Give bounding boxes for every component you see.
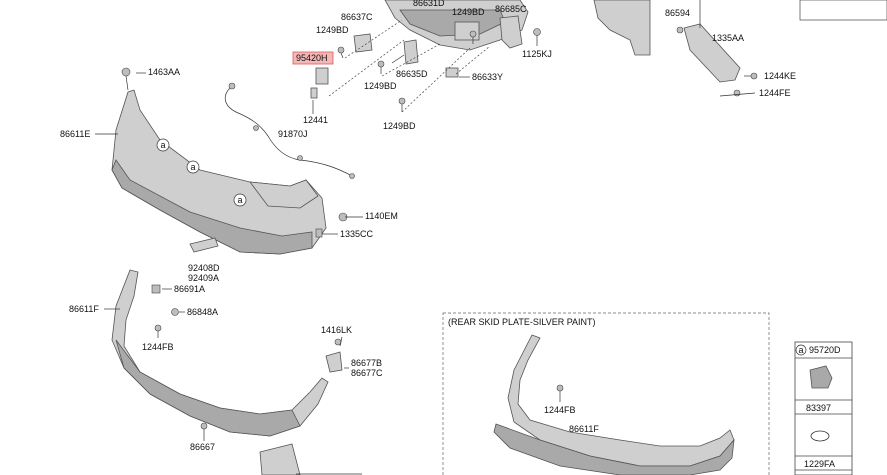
- bolt-1244fb-b: [556, 384, 564, 402]
- label-86637c: 86637C: [341, 12, 373, 22]
- callout-a-2: a: [186, 160, 200, 174]
- clip-86633y: [445, 67, 459, 78]
- label-1416lk: 1416LK: [321, 325, 352, 335]
- bolt-1249bd-c: [398, 97, 406, 112]
- label-1125kj: 1125KJ: [522, 49, 552, 59]
- bracket-86677b: [325, 351, 343, 373]
- bumper-beam-assembly: [384, 0, 529, 51]
- callout-a-1: a: [156, 138, 170, 152]
- bracket-86635d: [403, 39, 419, 65]
- legend-table: [794, 341, 853, 475]
- bumper-cover-86611e: [111, 89, 327, 255]
- bolt-1249bd-a: [337, 46, 345, 59]
- label-1463aa: 1463AA: [148, 67, 180, 77]
- label-92409a: 92409A: [188, 273, 219, 283]
- label-1140em: 1140EM: [365, 211, 398, 221]
- label-86685c: 86685C: [495, 4, 527, 14]
- legend-part-no: 95720D: [809, 345, 841, 355]
- bracket-86637c: [353, 33, 373, 53]
- label-1249bd-c: 1249BD: [383, 121, 416, 131]
- bumper-lower-86611f: [111, 269, 329, 437]
- label-86848a: 86848A: [187, 307, 218, 317]
- label-86611f: 86611F: [69, 304, 99, 314]
- legend-item-83397: 83397: [806, 403, 831, 413]
- label-12441: 12441: [303, 115, 328, 125]
- panel-top-right: [593, 0, 887, 83]
- bolt-1244fb: [154, 324, 162, 338]
- label-86631d: 86631D: [413, 0, 445, 8]
- bolt-1125kj: [533, 28, 541, 46]
- highlight-95420h-part: [315, 67, 329, 85]
- label-86677c: 86677C: [351, 368, 383, 378]
- bolt-1249bd-b: [377, 60, 385, 74]
- bracket-86685c: [499, 15, 523, 49]
- clip-1463aa: [121, 67, 131, 91]
- label-86691a: 86691A: [174, 284, 205, 294]
- label-91870j: 91870J: [278, 129, 308, 139]
- svg-text:a: a: [798, 345, 803, 355]
- bolt-1244ke: [744, 72, 758, 80]
- label-86667: 86667: [190, 442, 215, 452]
- label-86635d: 86635D: [396, 69, 428, 79]
- clip-86691a: [151, 284, 161, 294]
- sensor-12441: [310, 87, 318, 99]
- label-95420h: 95420H: [296, 53, 328, 63]
- bolt-1244fe: [733, 89, 741, 97]
- label-86633y: 86633Y: [472, 72, 503, 82]
- label-86611e: 86611E: [60, 129, 90, 139]
- bolt-86594: [676, 26, 684, 34]
- svg-text:a: a: [237, 195, 242, 205]
- label-86677b: 86677B: [351, 358, 382, 368]
- label-1244fb-b: 1244FB: [544, 405, 576, 415]
- label-1335aa: 1335AA: [712, 33, 744, 43]
- clip-1335cc: [315, 228, 323, 238]
- label-1249bd-top: 1249BD: [452, 7, 485, 17]
- label-1249bd-b: 1249BD: [364, 81, 397, 91]
- svg-text:a: a: [190, 162, 195, 172]
- svg-text:a: a: [160, 140, 165, 150]
- label-92408d: 92408D: [188, 263, 220, 273]
- label-1244fb: 1244FB: [142, 342, 174, 352]
- skid-plate-section: [442, 312, 770, 475]
- bolt-1249bd-top: [469, 30, 477, 44]
- label-1244fe: 1244FE: [759, 88, 791, 98]
- clip-86848a: [171, 308, 179, 316]
- legend-marker: a: [795, 344, 807, 356]
- reflector-92408d: [189, 237, 219, 253]
- label-1244ke: 1244KE: [764, 71, 796, 81]
- callout-a-3: a: [233, 193, 247, 207]
- bracket-86667: [200, 422, 208, 430]
- legend-item-1229fa: 1229FA: [804, 459, 835, 469]
- skid-part-bottom: [259, 443, 362, 475]
- section-title: (REAR SKID PLATE-SILVER PAINT): [448, 317, 596, 327]
- wiring-91870j: [224, 82, 355, 179]
- label-1249bd-a: 1249BD: [316, 25, 349, 35]
- label-86594: 86594: [665, 8, 690, 18]
- label-86611f-b: 86611F: [569, 424, 599, 434]
- label-1335cc: 1335CC: [340, 229, 374, 239]
